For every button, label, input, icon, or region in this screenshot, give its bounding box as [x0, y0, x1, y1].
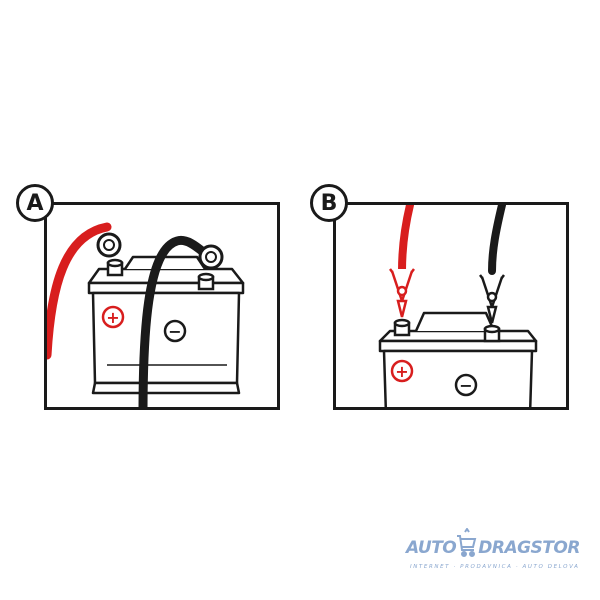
- positive-cable: [47, 222, 112, 360]
- autodragstor-logo: AUTO DRAGSTOR INTERNET · PRODAVNICA · AUT…: [406, 528, 580, 578]
- minus-symbol-text: −: [459, 376, 472, 395]
- minus-symbol-text: −: [168, 322, 181, 341]
- positive-terminal: [393, 318, 411, 337]
- plus-symbol-text: +: [395, 362, 408, 381]
- negative-terminal: [483, 324, 501, 343]
- panel-a-label: A: [16, 184, 54, 222]
- positive-clamp: [389, 268, 415, 318]
- plus-symbol-text: +: [106, 308, 119, 327]
- plus-symbol: +: [101, 305, 125, 329]
- logo-wordmark: AUTO DRAGSTOR: [406, 538, 580, 558]
- negative-cable: [138, 235, 212, 407]
- cart-icon: [457, 528, 477, 557]
- negative-terminal: [197, 272, 215, 291]
- battery-illustration-a: + −: [47, 222, 245, 407]
- logo-tagline: INTERNET · PRODAVNICA · AUTO DELOVA: [410, 564, 580, 570]
- positive-cable: [398, 205, 414, 275]
- logo-brand-left: AUTO: [406, 538, 457, 558]
- negative-clamp: [479, 274, 505, 324]
- minus-symbol: −: [454, 373, 478, 397]
- plus-symbol: +: [390, 359, 414, 383]
- panel-a-disconnect-illustration: + −: [44, 202, 280, 410]
- logo-brand-right: DRAGSTOR: [478, 538, 580, 558]
- minus-symbol: −: [163, 319, 187, 343]
- panel-b-label: B: [310, 184, 348, 222]
- panel-b-connect-illustration: + −: [333, 202, 569, 410]
- positive-terminal: [106, 258, 124, 277]
- battery-illustration-b: + −: [378, 205, 538, 407]
- negative-cable: [488, 205, 506, 275]
